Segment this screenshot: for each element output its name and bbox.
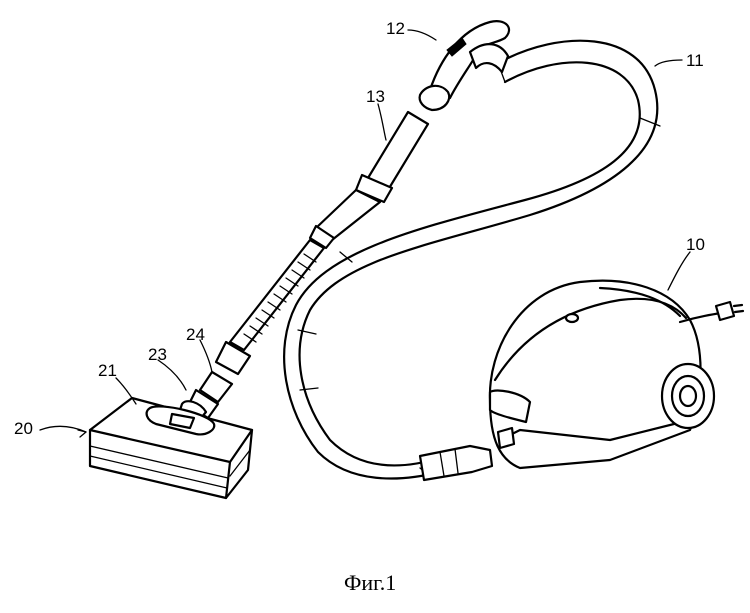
label-13: 13	[366, 87, 385, 106]
vacuum-body	[488, 279, 745, 470]
leader-lines	[39, 29, 691, 438]
hose	[283, 39, 661, 482]
figure-caption: Фиг.1	[344, 570, 396, 595]
suction-nozzle	[88, 396, 254, 500]
label-12: 12	[386, 19, 405, 38]
handle	[418, 20, 511, 112]
label-10: 10	[686, 235, 705, 254]
extension-tube	[214, 110, 430, 376]
label-24: 24	[186, 325, 205, 344]
reference-labels: 12 11 13 10 24 23 21 20	[14, 19, 705, 438]
label-21: 21	[98, 361, 117, 380]
label-20: 20	[14, 419, 33, 438]
label-11: 11	[686, 51, 704, 70]
label-23: 23	[148, 345, 167, 364]
